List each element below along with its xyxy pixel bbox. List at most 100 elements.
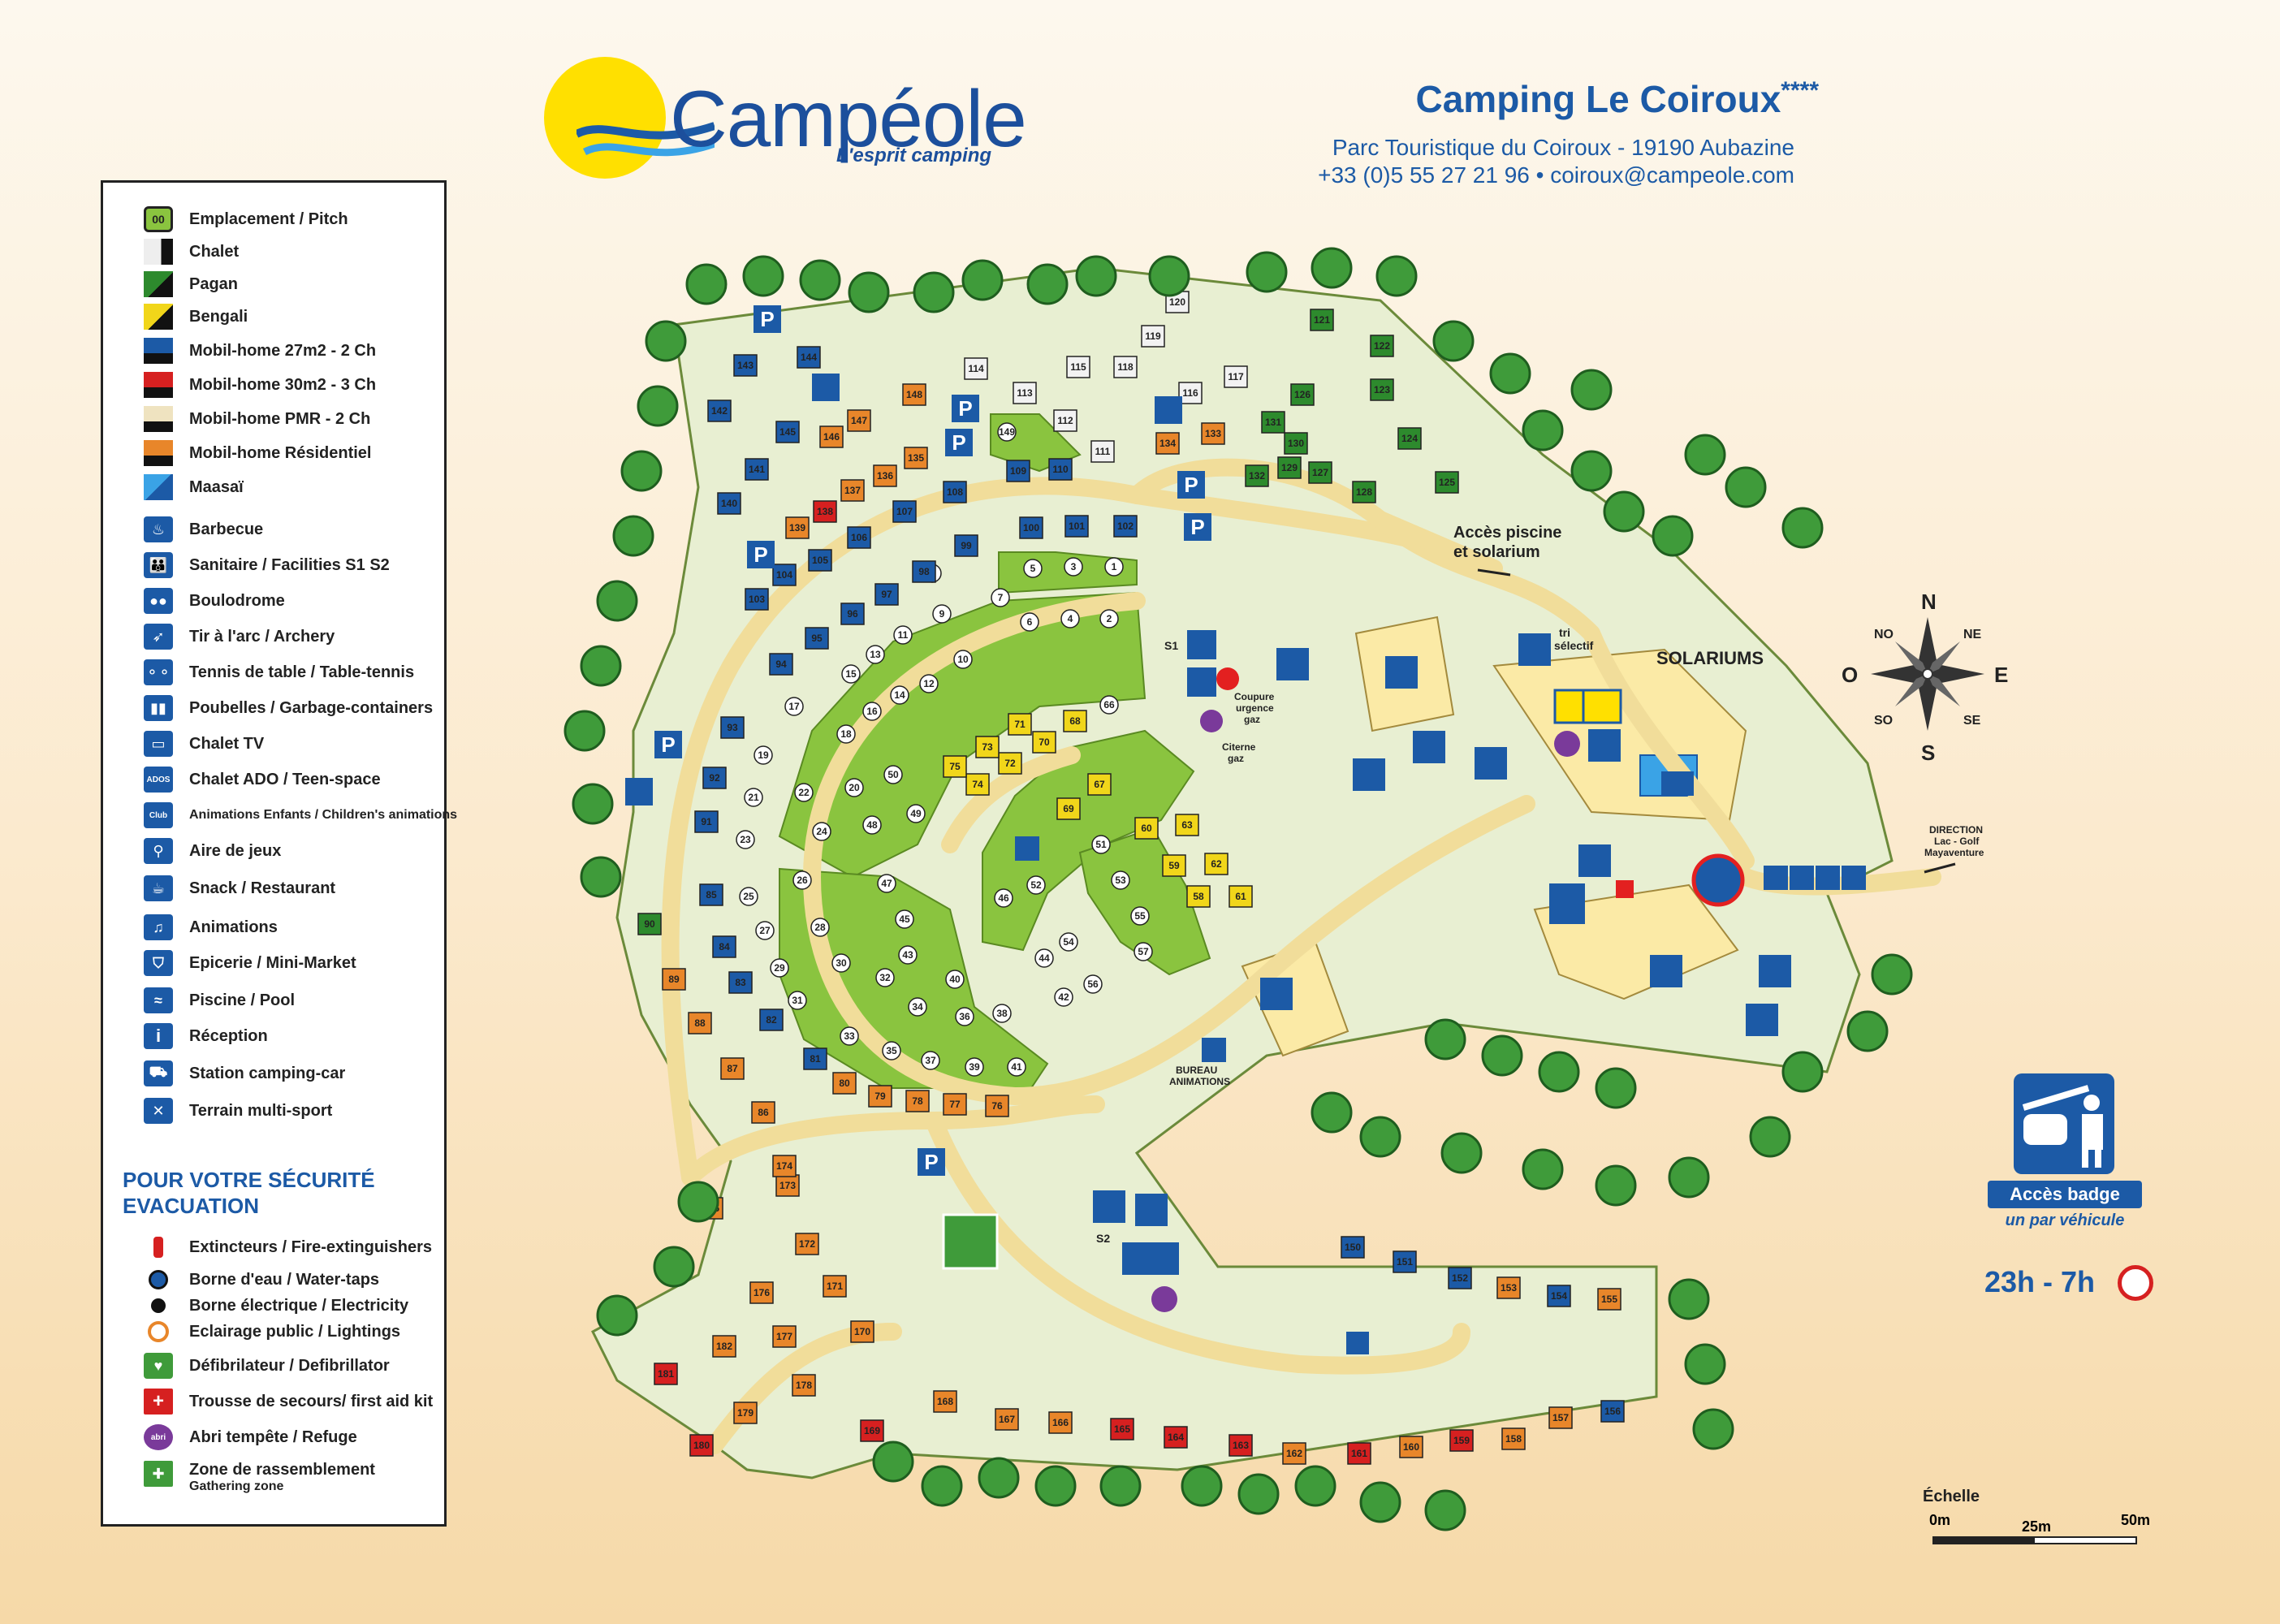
pitch-marker (720, 1057, 745, 1080)
legend-label: Chalet TV (189, 734, 265, 753)
pitch-number: 22 (798, 787, 810, 798)
pitch-marker (637, 913, 662, 935)
pitch-marker (890, 685, 909, 705)
pitch-number: 103 (749, 594, 765, 605)
pitch-71: 71 (1008, 713, 1032, 736)
pitch-marker (794, 783, 814, 802)
pitch-number: 167 (999, 1414, 1015, 1425)
pitch-152: 152 (1448, 1267, 1472, 1289)
pitch-128: 128 (1352, 481, 1376, 503)
mobilhome-residentiel-swatch-icon (144, 440, 173, 466)
pitch-number: 92 (709, 772, 720, 784)
pitch-6: 6 (1020, 612, 1039, 632)
legend-item-multisport: ✕Terrain multi-sport (144, 1097, 332, 1125)
pitch-number: 16 (866, 706, 878, 717)
animations-map-icon (1588, 729, 1621, 762)
pitch-170: 170 (850, 1320, 874, 1343)
solariums-label: SOLARIUMS (1656, 648, 1764, 668)
pitch-number: 172 (799, 1238, 815, 1250)
pitch-marker (744, 788, 763, 807)
first-aid-icon: + (144, 1389, 173, 1415)
pitch-41: 41 (1007, 1057, 1026, 1077)
pitch-94: 94 (769, 653, 793, 676)
pitch-number: 43 (902, 949, 913, 961)
pitch-number: 62 (1211, 858, 1222, 870)
pitch-100: 100 (1019, 516, 1043, 539)
pitch-105: 105 (808, 549, 832, 572)
pitch-12: 12 (919, 674, 939, 693)
pitch-marker (1087, 773, 1112, 796)
tree-icon (1311, 247, 1353, 289)
tree-icon (1424, 1018, 1466, 1060)
pitch-33: 33 (840, 1026, 859, 1046)
pitch-number: 102 (1117, 520, 1134, 532)
pitch-marker (749, 1281, 774, 1304)
pitch-marker (755, 921, 775, 940)
pitch-154: 154 (1547, 1285, 1571, 1307)
pitch-marker (792, 870, 812, 890)
legend-item-chalet: Chalet (144, 238, 239, 266)
legend-label: Poubelles / Garbage-containers (189, 698, 434, 717)
pitch-140: 140 (717, 492, 741, 515)
pitch-marker (1007, 1057, 1026, 1077)
pitch-marker (912, 560, 936, 583)
pitch-number: 26 (797, 875, 808, 886)
compass-no: NO (1874, 628, 1894, 641)
pitch-number: 99 (961, 540, 972, 551)
pitch-marker (1501, 1427, 1526, 1450)
pitch-77: 77 (943, 1093, 967, 1116)
pitch-number: 52 (1030, 879, 1042, 891)
legend-label: Extincteurs / Fire-extinguishers (189, 1237, 432, 1256)
pitch-143: 143 (733, 354, 758, 377)
pitch-marker (1370, 378, 1394, 401)
camp-title: Camping Le Coiroux**** (1283, 77, 1819, 121)
pitch-72: 72 (998, 752, 1022, 775)
pitch-marker (840, 603, 865, 625)
pitch-number: 171 (827, 1281, 843, 1292)
pitch-marker (745, 458, 769, 481)
pitch-marker (1064, 557, 1083, 577)
pitch-marker (1023, 559, 1043, 578)
pitch-number: 159 (1453, 1435, 1470, 1446)
pitch-130: 130 (1284, 432, 1308, 455)
pitch-number: 120 (1169, 296, 1185, 308)
pitch-10: 10 (953, 650, 973, 669)
legend-item-table-tennis: ⚬⚬Tennis de table / Table-tennis (144, 659, 414, 686)
pitch-number: 137 (844, 485, 861, 496)
tree-icon (596, 580, 638, 622)
camp-address: Parc Touristique du Coiroux - 19190 Auba… (1332, 135, 1794, 160)
legend-item-electricity: Borne électrique / Electricity (144, 1292, 408, 1320)
legend-item-defibrillator: ♥Défibrilateur / Defibrillator (144, 1352, 390, 1380)
pitch-50: 50 (883, 765, 903, 784)
pitch-number: 165 (1114, 1423, 1130, 1435)
mobilhome-27-swatch-icon (144, 338, 173, 364)
pitch-marker (847, 526, 871, 549)
pitch-number: 151 (1397, 1256, 1413, 1268)
pitch-marker (1164, 1426, 1188, 1449)
pitch-38: 38 (992, 1004, 1012, 1023)
pitch-number: 39 (969, 1061, 980, 1073)
pitch-marker (1548, 1406, 1573, 1429)
boulodrome-icon: ●● (144, 588, 173, 614)
tree-icon (572, 783, 614, 825)
pitch-marker (1224, 365, 1248, 388)
legend-item-mh27: Mobil-home 27m2 - 2 Ch (144, 337, 376, 365)
pitch-marker (831, 953, 851, 973)
pitch-number: 34 (912, 1001, 923, 1013)
pitch-164: 164 (1164, 1426, 1188, 1449)
pitch-number: 87 (727, 1063, 738, 1074)
legend-label: Emplacement / Pitch (189, 209, 348, 228)
pitch-marker (1284, 432, 1308, 455)
waves-icon (576, 122, 715, 157)
pitch-marker (850, 1320, 874, 1343)
legend-item-extinguisher: Extincteurs / Fire-extinguishers (144, 1233, 432, 1261)
pitch-123: 123 (1370, 378, 1394, 401)
pitch-marker (770, 958, 789, 978)
tree-icon (1570, 369, 1613, 411)
pitch-marker (784, 697, 804, 716)
pitch-number: 89 (668, 974, 680, 985)
pitch-number: 60 (1141, 823, 1152, 834)
pitch-marker (975, 736, 1000, 758)
pitch-marker (1104, 557, 1124, 577)
pitch-70: 70 (1032, 731, 1056, 754)
